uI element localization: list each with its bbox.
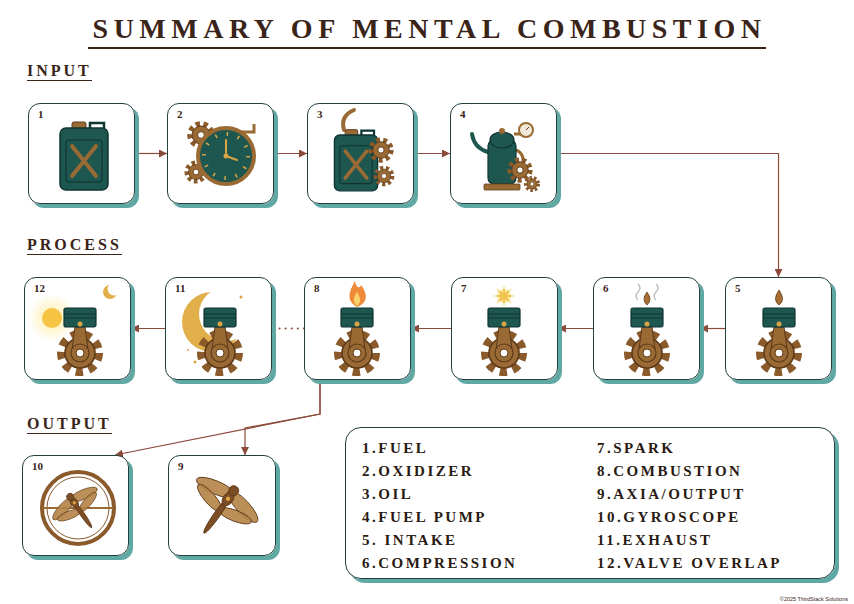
flow-connector xyxy=(272,328,304,330)
callout-number: 5 xyxy=(735,282,741,294)
key-entry: 4.FUEL PUMP xyxy=(362,506,597,529)
key-entry: 10.GYROSCOPE xyxy=(597,506,832,529)
flow-connector xyxy=(414,153,450,154)
flow-connector xyxy=(131,328,165,329)
key-entry: 11.EXHAUST xyxy=(597,529,832,552)
flow-connector xyxy=(700,328,725,329)
callout-number: 6 xyxy=(603,282,609,294)
section-heading: PROCESS xyxy=(27,236,122,255)
callout-number: 2 xyxy=(177,108,183,120)
stage-tile: 2 xyxy=(167,103,274,204)
key-entry: 3.OIL xyxy=(362,483,597,506)
flow-connector xyxy=(411,328,451,329)
callout-number: 4 xyxy=(460,108,466,120)
stage-tile: 7 xyxy=(451,277,558,380)
section-heading: OUTPUT xyxy=(27,415,112,434)
copyright-note: ©2025 ThirdStack Solutions xyxy=(780,596,848,602)
key-entry: 5. INTAKE xyxy=(362,529,597,552)
diagram-title: SUMMARY OF MENTAL COMBUSTION xyxy=(88,12,767,49)
stage-tile: 12 xyxy=(24,277,131,380)
flow-connector xyxy=(115,380,320,455)
callout-number: 1 xyxy=(38,108,44,120)
stage-tile: 4 xyxy=(450,103,557,204)
callout-number: 7 xyxy=(461,282,467,294)
stage-tile: 11 xyxy=(165,277,272,380)
stage-tile: 1 xyxy=(28,103,135,204)
flow-connector xyxy=(557,154,779,278)
flow-connector xyxy=(558,328,593,329)
callout-number: 9 xyxy=(178,460,184,472)
key-entry: 1.FUEL xyxy=(362,437,597,460)
title-bar: SUMMARY OF MENTAL COMBUSTION xyxy=(0,12,854,49)
key-entry: 9.AXIA/OUTPUT xyxy=(597,483,832,506)
flow-connector xyxy=(135,153,167,154)
key-entry: 12.VALVE OVERLAP xyxy=(597,552,832,575)
key-entry: 7.SPARK xyxy=(597,437,832,460)
key-entry: 2.OXIDIZER xyxy=(362,460,597,483)
key-entry: 6.COMPRESSION xyxy=(362,552,597,575)
callout-number: 3 xyxy=(317,108,323,120)
section-heading: INPUT xyxy=(27,62,92,81)
stage-tile: 3 xyxy=(307,103,414,204)
callout-number: 10 xyxy=(32,460,43,472)
callout-number: 12 xyxy=(34,282,45,294)
key-entry: 8.COMBUSTION xyxy=(597,460,832,483)
callout-number: 11 xyxy=(175,282,185,294)
stage-tile: 6 xyxy=(593,277,700,380)
flow-connector xyxy=(274,153,307,154)
stage-tile: 8 xyxy=(304,277,411,380)
stage-tile: 9 xyxy=(168,455,276,556)
callout-number: 8 xyxy=(314,282,320,294)
stage-tile: 5 xyxy=(725,277,832,380)
key-box: 1.FUEL2.OXIDIZER3.OIL4.FUEL PUMP5. INTAK… xyxy=(345,427,835,579)
stage-tile: 10 xyxy=(22,455,129,556)
flow-connector xyxy=(245,380,320,455)
